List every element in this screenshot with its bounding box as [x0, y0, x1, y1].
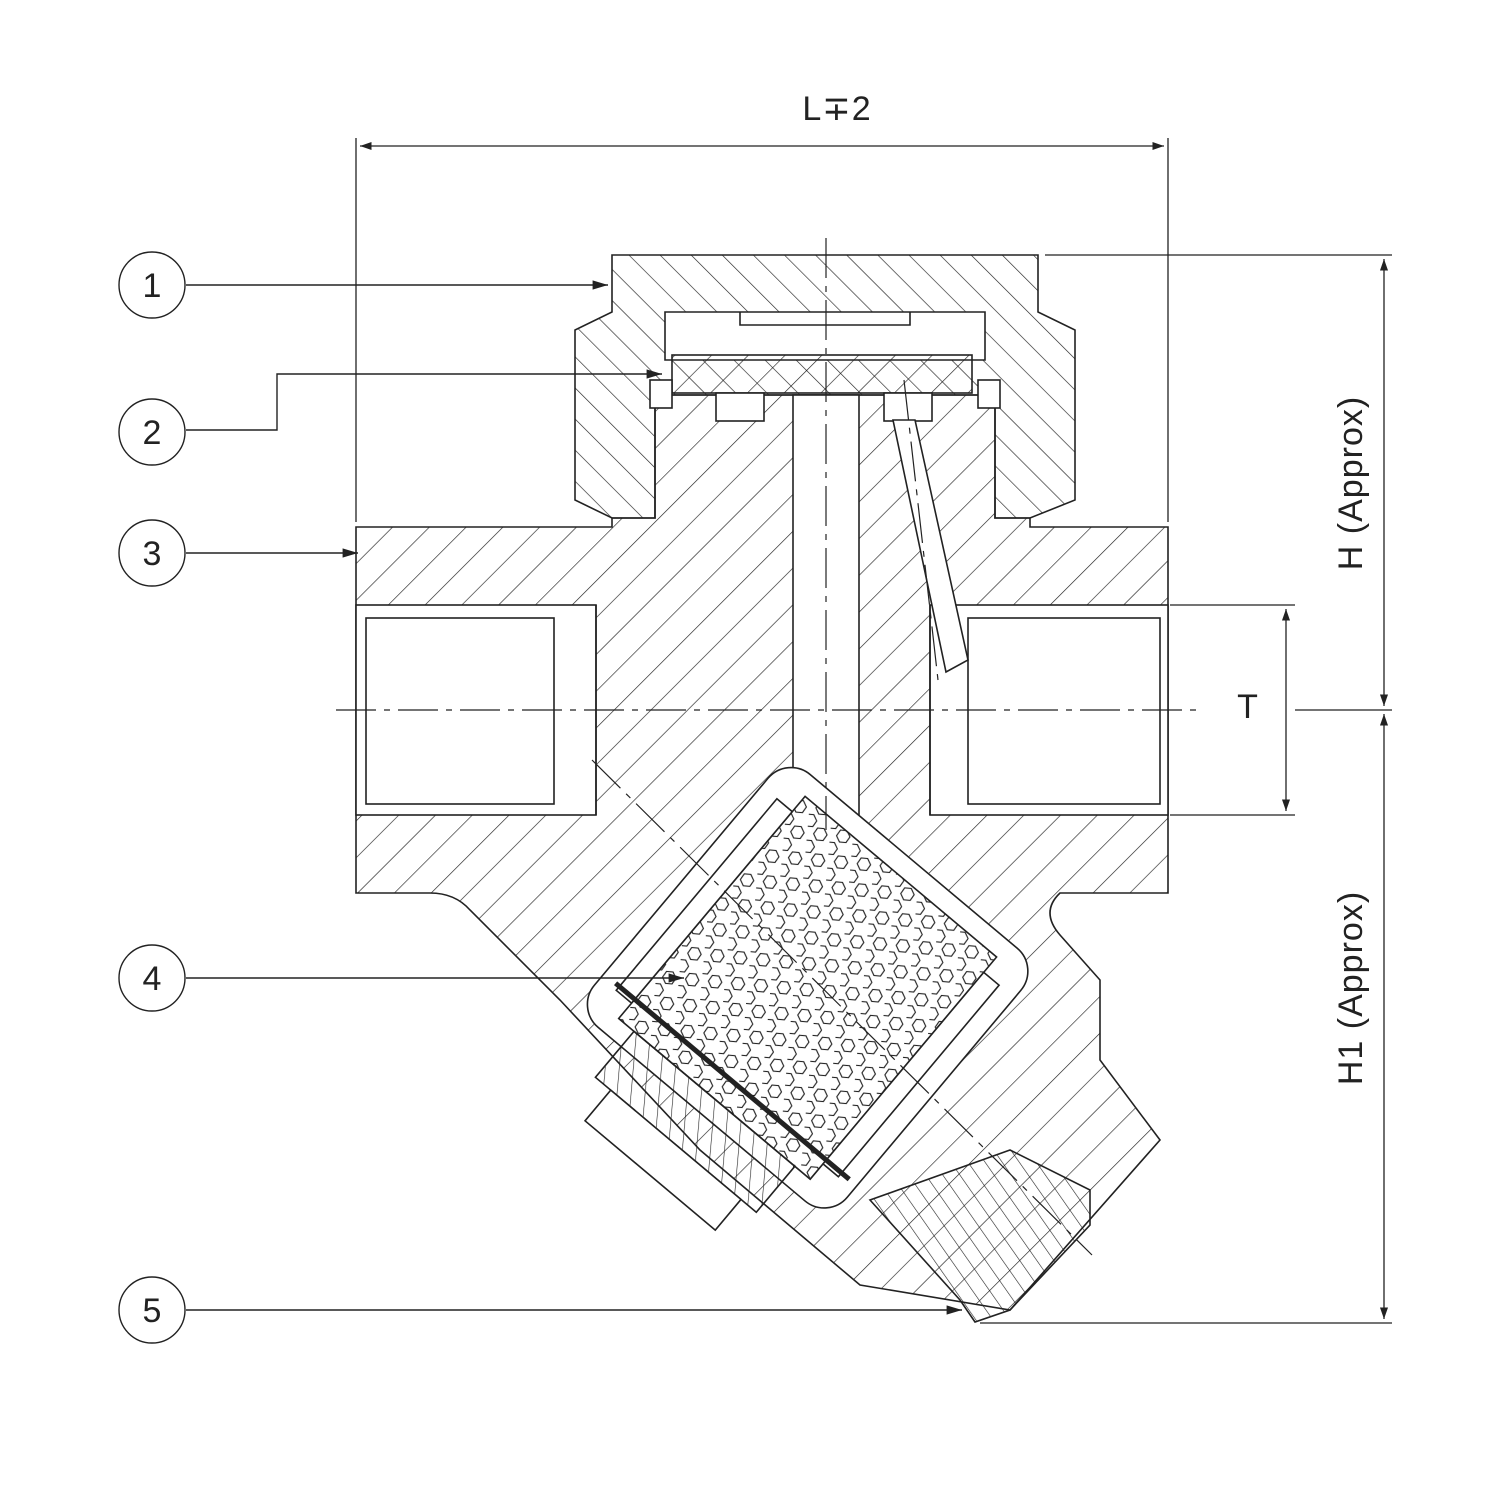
balloon-1-circle	[118, 251, 186, 319]
balloon-1-label: 1	[143, 267, 162, 305]
height-label: H (Approx)	[1332, 396, 1370, 570]
balloon-5-circle	[118, 1276, 186, 1344]
height-lower-label: H1 (Approx)	[1332, 891, 1370, 1085]
centre-lines	[336, 238, 1200, 1256]
thread-label: T	[1237, 688, 1259, 726]
balloon-2-circle	[118, 398, 186, 466]
dimension-lines	[355, 138, 1392, 1324]
strainer-chamber	[583, 766, 1029, 1232]
leader-lines	[186, 280, 962, 1315]
balloon-3-label: 3	[143, 535, 162, 573]
inclined-passage	[892, 419, 969, 674]
plug-part	[868, 1149, 1091, 1323]
balloon-4-label: 4	[143, 960, 162, 998]
balloon-2-label: 2	[143, 414, 162, 452]
balloon-5-label: 5	[143, 1292, 162, 1330]
balloon-4-circle	[118, 944, 186, 1012]
length-label: L∓2	[802, 90, 871, 128]
disc-part	[649, 354, 1001, 422]
balloon-3-circle	[118, 519, 186, 587]
